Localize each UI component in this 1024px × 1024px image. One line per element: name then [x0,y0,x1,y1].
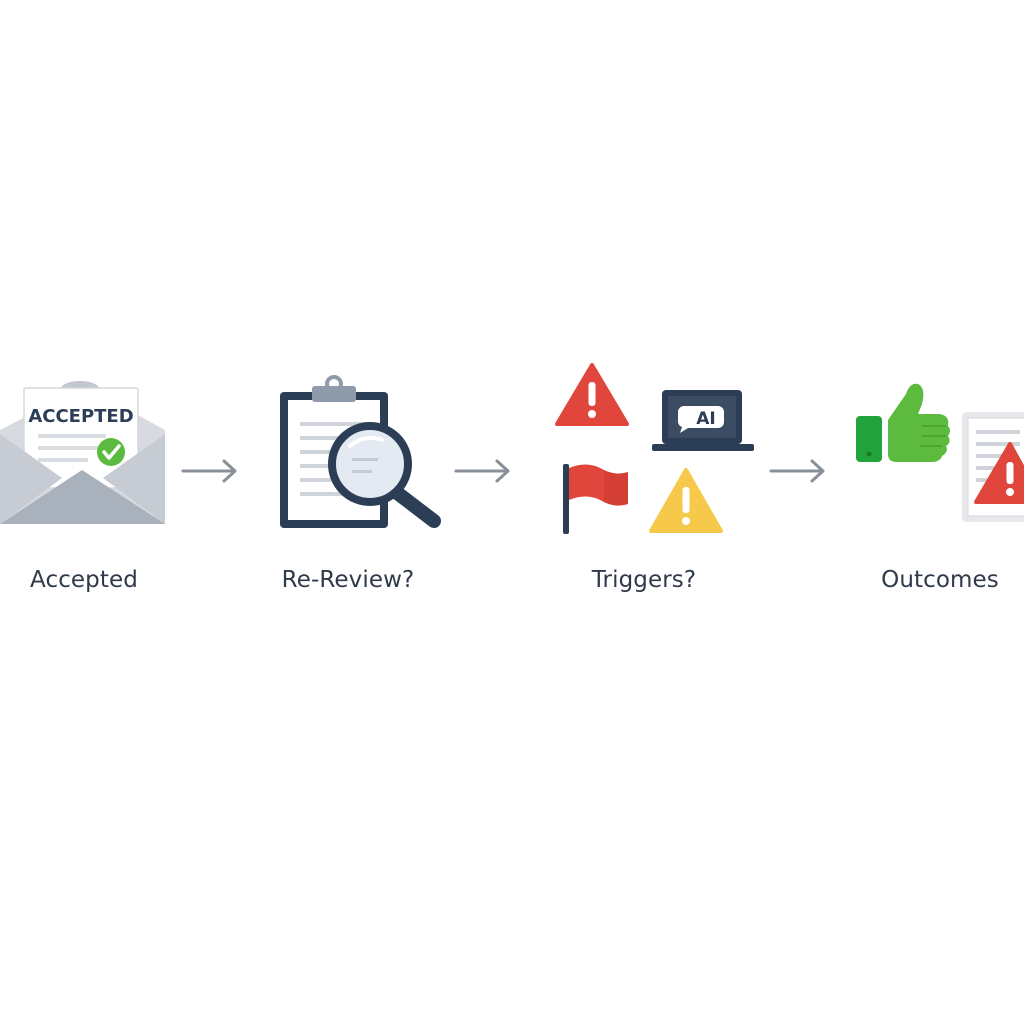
red-flag-icon [560,462,632,536]
ai-laptop-icon: AI [650,388,756,456]
step-label-re-review: Re-Review? [281,567,415,593]
thumbs-up-icon [856,380,952,466]
magnifier-icon [328,422,441,528]
warning-document-icon [960,410,1024,526]
accepted-badge-text: ACCEPTED [28,406,133,427]
ai-text: AI [696,409,715,429]
step-label-outcomes: Outcomes [881,567,999,593]
arrow-right-icon [181,458,238,484]
warning-yellow-icon [648,467,724,535]
warning-red-icon [554,362,630,428]
arrow-right-icon [769,458,826,484]
step-label-triggers: Triggers? [591,567,697,593]
check-circle-icon [97,438,125,466]
arrow-right-icon [454,458,511,484]
envelope-accepted-icon: ACCEPTED [0,378,170,532]
step-label-accepted: Accepted [30,567,138,593]
clipboard-magnifier-icon [278,375,446,532]
